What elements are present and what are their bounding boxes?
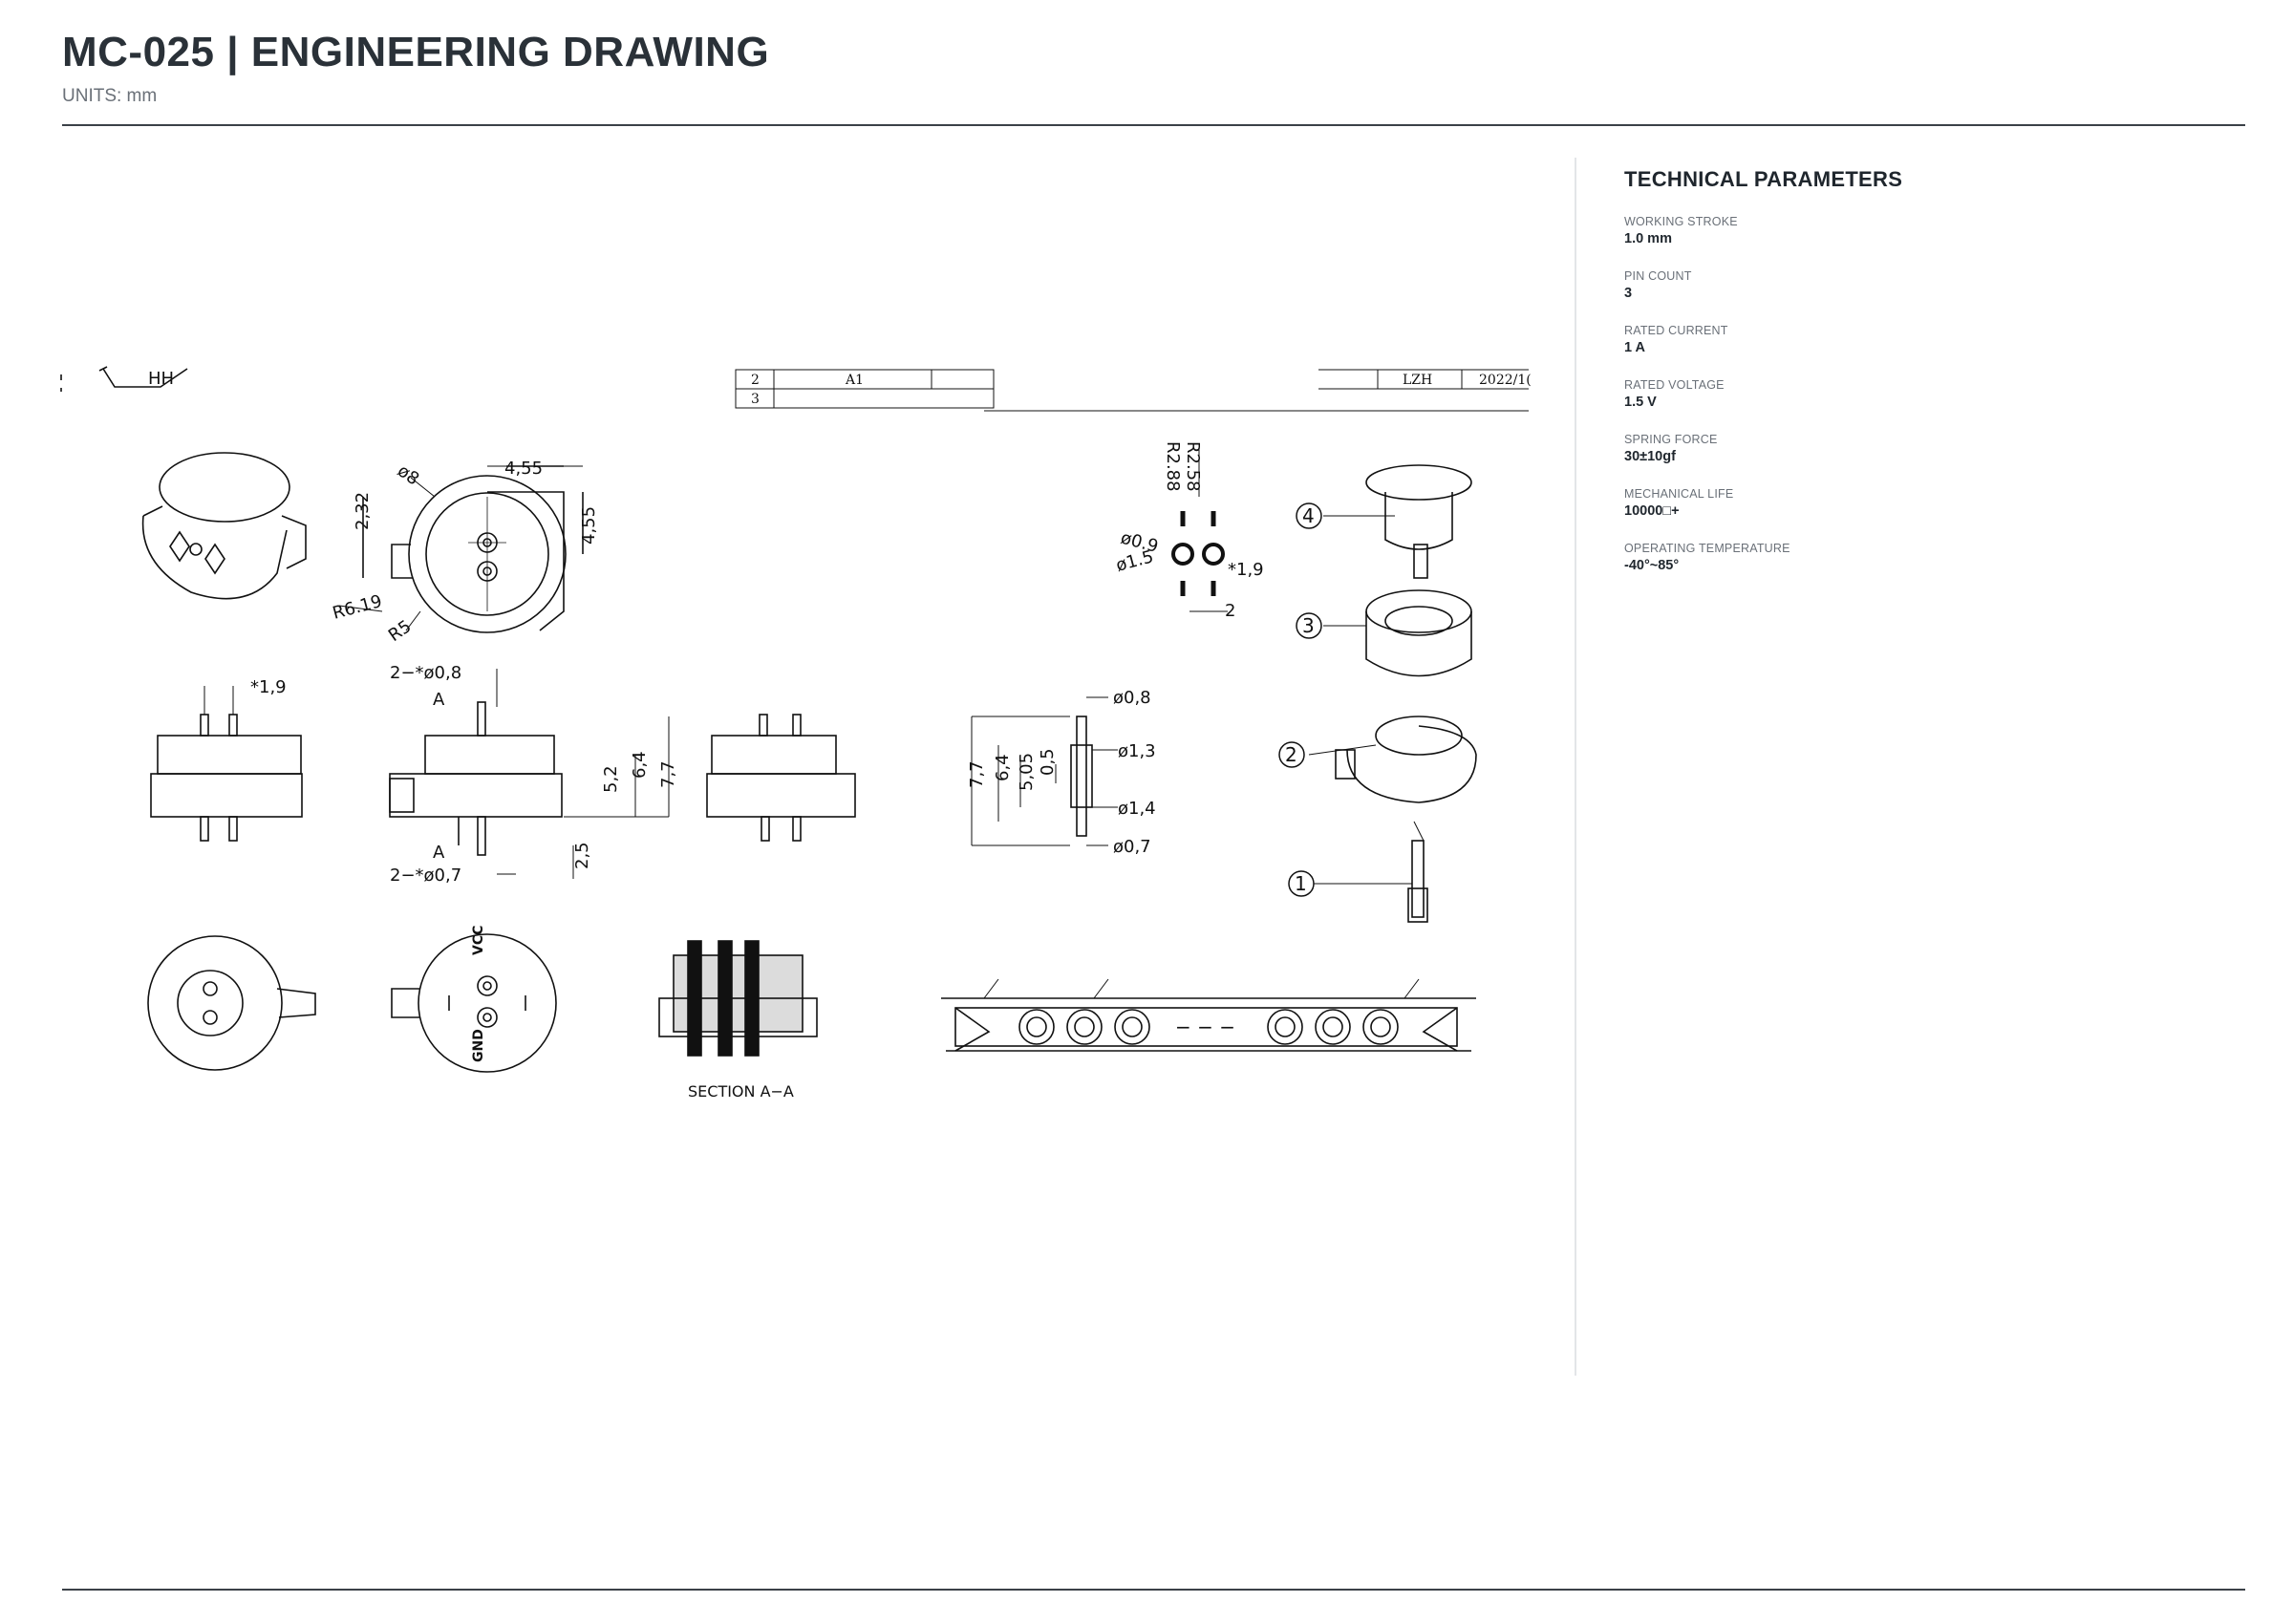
balloon-3: 3 <box>1302 614 1315 637</box>
param-value: 1 A <box>1624 340 1646 355</box>
front-view-right <box>706 714 856 842</box>
dim-pd14: ø1,4 <box>1118 799 1156 819</box>
title-block <box>60 366 1529 412</box>
dim-h64: 6,4 <box>630 751 650 779</box>
parameters-panel: TECHNICAL PARAMETERS WORKING STROKE 1.0 … <box>1624 167 2197 596</box>
parameters-title: TECHNICAL PARAMETERS <box>1624 167 1903 191</box>
param-value: -40°~85° <box>1624 558 1680 573</box>
dim-p19-pin: *1,9 <box>1228 560 1264 580</box>
dim-pd08: ø0,8 <box>1113 688 1151 708</box>
label-vcc: VCC <box>471 926 486 955</box>
tb-date: 2022/1( <box>1479 373 1532 388</box>
param-value: 30±10gf <box>1624 449 1676 464</box>
param-rated-current: RATED CURRENT 1 A <box>1624 324 2197 355</box>
dim-p19-side: *1,9 <box>250 677 287 697</box>
param-label: MECHANICAL LIFE <box>1624 487 1734 501</box>
dim-h25: 2,5 <box>572 842 592 869</box>
dim-d15: ø1.5 <box>1114 546 1156 576</box>
dim-w455-top: 4,55 <box>504 459 543 479</box>
engineering-drawing: HH 2 A1 3 LZH 2022/1( 4,55 ø8 2,32 4,55 … <box>60 366 1532 1100</box>
page-title: MC-025 | ENGINEERING DRAWING <box>62 29 770 75</box>
dim-h77: 7,7 <box>658 760 678 788</box>
param-value: 1.0 mm <box>1624 231 1672 246</box>
section-a-a <box>658 940 818 1057</box>
param-pin-count: PIN COUNT 3 <box>1624 269 2197 301</box>
top-view <box>338 465 584 633</box>
balloon-4: 4 <box>1302 504 1315 527</box>
param-label: RATED VOLTAGE <box>1624 378 1725 392</box>
param-label: RATED CURRENT <box>1624 324 1728 337</box>
param-label: OPERATING TEMPERATURE <box>1624 542 1790 555</box>
dim-pin-d07: 2−*ø0,7 <box>390 865 461 886</box>
dim-sect-a-top: A <box>433 690 445 710</box>
param-spring-force: SPRING FORCE 30±10gf <box>1624 433 2197 464</box>
dim-r288: R2.88 <box>1163 441 1183 492</box>
bottom-view-left <box>147 935 316 1071</box>
stamp-label: HH <box>148 369 174 389</box>
array-view <box>941 978 1476 1052</box>
iso-view-connector <box>141 452 307 600</box>
dim-ph505: 5,05 <box>1017 753 1037 791</box>
units-label: UNITS: mm <box>62 86 158 106</box>
dim-r619: R6.19 <box>331 591 384 624</box>
dim-r258: R2.58 <box>1183 441 1203 492</box>
param-value: 10000□+ <box>1624 503 1680 519</box>
dim-ph05: 0,5 <box>1038 748 1058 776</box>
balloon-2: 2 <box>1285 743 1297 766</box>
param-operating-temperature: OPERATING TEMPERATURE -40°~85° <box>1624 542 2197 573</box>
balloon-leaders <box>1278 502 1412 897</box>
header-divider <box>62 124 2245 126</box>
param-mechanical-life: MECHANICAL LIFE 10000□+ <box>1624 487 2197 519</box>
section-label: SECTION A−A <box>688 1082 794 1100</box>
param-rated-voltage: RATED VOLTAGE 1.5 V <box>1624 378 2197 410</box>
param-label: SPRING FORCE <box>1624 433 1718 446</box>
tb-row1-part: A1 <box>845 373 864 388</box>
dim-sect-a-bottom: A <box>433 843 445 863</box>
tb-author: LZH <box>1403 373 1432 388</box>
dim-h232: 2,32 <box>353 492 373 530</box>
tb-row1-num: 2 <box>751 373 760 388</box>
dim-d8: ø8 <box>394 460 422 489</box>
param-label: PIN COUNT <box>1624 269 1692 283</box>
panel-divider <box>1575 158 1576 1376</box>
front-view-center <box>389 669 670 879</box>
dim-h455-right: 4,55 <box>579 506 599 545</box>
front-view-left <box>150 686 303 842</box>
dim-r5: R5 <box>385 616 416 646</box>
exploded-parts <box>1335 464 1477 923</box>
array-break: − − − <box>1175 1015 1235 1038</box>
dim-ph77: 7,7 <box>967 760 987 788</box>
dim-pin-d08: 2−*ø0,8 <box>390 663 461 683</box>
param-working-stroke: WORKING STROKE 1.0 mm <box>1624 215 2197 246</box>
balloon-1: 1 <box>1295 872 1307 895</box>
label-gnd: GND <box>471 1029 486 1062</box>
dim-ph64: 6,4 <box>993 754 1013 781</box>
dim-h52: 5,2 <box>601 765 621 793</box>
bottom-view-center <box>391 933 557 1073</box>
param-label: WORKING STROKE <box>1624 215 1738 228</box>
contact-detail <box>1171 449 1228 612</box>
tb-row2-num: 3 <box>751 392 760 407</box>
footer-divider <box>62 1589 2245 1591</box>
param-value: 3 <box>1624 286 1633 301</box>
dim-pd13: ø1,3 <box>1118 741 1156 761</box>
param-value: 1.5 V <box>1624 395 1657 410</box>
dim-w2: 2 <box>1225 601 1235 621</box>
dim-pd07: ø0,7 <box>1113 837 1151 857</box>
pogo-pin-view <box>971 696 1118 846</box>
page-header: MC-025 | ENGINEERING DRAWING UNITS: mm <box>62 29 769 107</box>
